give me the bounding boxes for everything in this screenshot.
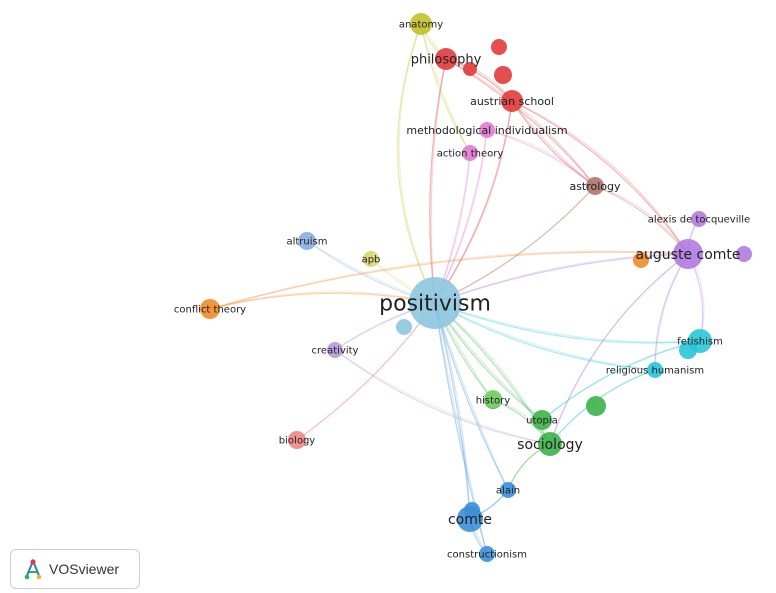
edge-auguste-comte-sociology bbox=[549, 253, 689, 445]
node-creativity[interactable] bbox=[327, 342, 343, 358]
node-altruism[interactable] bbox=[298, 232, 316, 250]
node-unlabeled-green[interactable] bbox=[586, 396, 606, 416]
edge-positivism-fetishism bbox=[434, 302, 701, 343]
edge-positivism-comte bbox=[434, 302, 471, 520]
label-anatomy: anatomy bbox=[399, 20, 443, 31]
vosviewer-logo-icon bbox=[24, 558, 42, 580]
edge-anatomy-action-theory bbox=[420, 23, 471, 154]
node-unlabeled-red-3[interactable] bbox=[463, 62, 477, 76]
node-unlabeled-blue[interactable] bbox=[464, 502, 480, 518]
edge-methodological-individualism-astrology bbox=[486, 129, 596, 187]
edge-anatomy-action-theory bbox=[420, 23, 471, 154]
edge-positivism-religious-humanism bbox=[434, 302, 656, 371]
node-constructionism[interactable] bbox=[479, 546, 495, 562]
edge-conflict-theory-auguste-comte bbox=[209, 251, 689, 310]
edge-positivism-austrian-school bbox=[434, 100, 513, 304]
label-religious-humanism: religious humanism bbox=[606, 366, 704, 377]
node-layer bbox=[200, 13, 752, 562]
edge-positivism-austrian-school bbox=[434, 100, 513, 304]
label-utopia: utopia bbox=[526, 416, 558, 427]
label-action-theory: action theory bbox=[437, 149, 504, 160]
edge-positivism-anatomy bbox=[398, 23, 436, 304]
edge-austrian-school-astrology bbox=[511, 100, 596, 187]
node-philosophy[interactable] bbox=[435, 48, 457, 70]
node-alexis-de-tocqueville[interactable] bbox=[691, 211, 707, 227]
node-methodological-individualism[interactable] bbox=[479, 122, 495, 138]
edge-methodological-individualism-astrology bbox=[486, 129, 596, 187]
node-apb[interactable] bbox=[363, 251, 379, 267]
label-alain: alain bbox=[496, 486, 520, 497]
node-religious-humanism[interactable] bbox=[647, 362, 663, 378]
label-biology: biology bbox=[279, 436, 315, 447]
node-unlabeled-red-2[interactable] bbox=[494, 66, 512, 84]
edge-austrian-school-astrology bbox=[511, 100, 596, 187]
edge-positivism-auguste-comte bbox=[434, 253, 689, 304]
vosviewer-badge[interactable]: VOSviewer bbox=[10, 549, 140, 589]
label-layer: positivism philosophy anatomy austrian scho… bbox=[174, 20, 750, 561]
edge-positivism-anatomy bbox=[397, 23, 436, 304]
label-austrian-school: austrian school bbox=[470, 95, 554, 108]
edge-conflict-theory-auguste-comte bbox=[209, 250, 689, 310]
edge-positivism-philosophy bbox=[429, 58, 447, 304]
node-anatomy[interactable] bbox=[410, 13, 432, 35]
edge-austrian-school-auguste-comte bbox=[511, 100, 689, 255]
node-positivism[interactable] bbox=[409, 277, 461, 329]
node-action-theory[interactable] bbox=[462, 145, 478, 161]
edge-positivism-auguste-comte bbox=[434, 253, 689, 304]
label-comte: comte bbox=[448, 512, 492, 528]
label-auguste-comte: auguste comte bbox=[635, 247, 740, 263]
edge-layer bbox=[209, 23, 705, 555]
edge-positivism-conflict-theory bbox=[209, 292, 436, 310]
node-utopia[interactable] bbox=[532, 410, 552, 430]
label-methodological-individualism: methodological individualism bbox=[406, 124, 567, 137]
node-austrian-school[interactable] bbox=[501, 90, 523, 112]
label-positivism: positivism bbox=[379, 292, 491, 317]
edge-positivism-fetishism bbox=[434, 302, 701, 344]
label-philosophy: philosophy bbox=[411, 53, 482, 68]
node-conflict-theory[interactable] bbox=[200, 299, 220, 319]
node-astrology[interactable] bbox=[586, 177, 604, 195]
label-alexis-de-tocqueville: alexis de tocqueville bbox=[648, 215, 750, 226]
label-history: history bbox=[476, 396, 510, 407]
label-constructionism: constructionism bbox=[447, 550, 527, 561]
node-unlabeled-purple[interactable] bbox=[736, 246, 752, 262]
node-unlabeled-lightblue[interactable] bbox=[396, 319, 412, 335]
brand-name: VOSviewer bbox=[49, 561, 120, 577]
label-fetishism: fetishism bbox=[677, 337, 723, 348]
edge-positivism-astrology bbox=[434, 185, 596, 304]
edge-austrian-school-auguste-comte bbox=[511, 100, 689, 255]
edge-creativity-sociology bbox=[334, 349, 551, 445]
edge-positivism-comte bbox=[434, 302, 471, 520]
node-unlabeled-teal[interactable] bbox=[679, 341, 697, 359]
edge-positivism-astrology bbox=[434, 185, 596, 304]
edge-positivism-philosophy bbox=[430, 58, 447, 304]
edge-auguste-comte-sociology bbox=[549, 253, 689, 445]
edge-positivism-conflict-theory bbox=[209, 291, 436, 310]
label-conflict-theory: conflict theory bbox=[174, 305, 246, 316]
node-alain[interactable] bbox=[500, 482, 516, 498]
label-astrology: astrology bbox=[569, 180, 621, 193]
label-apb: apb bbox=[362, 255, 381, 266]
edge-creativity-sociology bbox=[334, 349, 551, 445]
node-biology[interactable] bbox=[288, 431, 306, 449]
node-unlabeled-red-1[interactable] bbox=[491, 39, 507, 55]
edge-fetishism-utopia bbox=[541, 340, 701, 421]
node-sociology[interactable] bbox=[538, 432, 562, 456]
node-unlabeled-orange[interactable] bbox=[633, 252, 649, 268]
edge-positivism-religious-humanism bbox=[434, 302, 656, 371]
node-auguste-comte[interactable] bbox=[673, 239, 703, 269]
label-sociology: sociology bbox=[517, 437, 583, 453]
label-creativity: creativity bbox=[312, 346, 359, 357]
label-altruism: altruism bbox=[286, 237, 327, 248]
node-unlabeled-lightgreen[interactable] bbox=[484, 390, 502, 408]
